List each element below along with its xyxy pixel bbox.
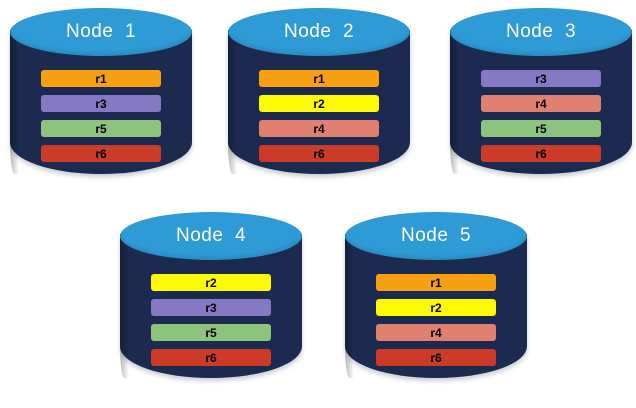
cylinder-top-ellipse — [228, 8, 410, 56]
replica-list: r2 r3 r5 r6 — [151, 274, 271, 366]
replica-list: r1 r2 r4 r6 — [376, 274, 496, 366]
replica-bar[interactable]: r3 — [41, 95, 161, 112]
replica-bar[interactable]: r6 — [481, 145, 601, 162]
node-label: Node 2 — [283, 21, 355, 42]
database-node-1[interactable]: Node 1 r1 r3 r5 r6 — [10, 8, 192, 196]
replica-bar[interactable]: r6 — [376, 349, 496, 366]
replica-list: r1 r2 r4 r6 — [259, 70, 379, 162]
cylinder-top-ellipse — [10, 8, 192, 56]
database-node-2[interactable]: Node 2 r1 r2 r4 r6 — [228, 8, 410, 196]
replica-bar[interactable]: r5 — [151, 324, 271, 341]
replica-bar[interactable]: r6 — [259, 145, 379, 162]
replica-bar[interactable]: r4 — [376, 324, 496, 341]
replica-bar[interactable]: r1 — [259, 70, 379, 87]
replica-bar[interactable]: r5 — [481, 120, 601, 137]
replica-list: r3 r4 r5 r6 — [481, 70, 601, 162]
replica-bar[interactable]: r6 — [151, 349, 271, 366]
replica-bar[interactable]: r3 — [151, 299, 271, 316]
node-label: Node 5 — [400, 225, 472, 246]
database-node-4[interactable]: Node 4 r2 r3 r5 r6 — [120, 212, 302, 400]
replica-bar[interactable]: r1 — [41, 70, 161, 87]
replica-list: r1 r3 r5 r6 — [41, 70, 161, 162]
node-label: Node 4 — [175, 225, 247, 246]
node-label: Node 1 — [65, 21, 137, 42]
replica-bar[interactable]: r2 — [376, 299, 496, 316]
replica-bar[interactable]: r5 — [41, 120, 161, 137]
node-label: Node 3 — [505, 21, 577, 42]
database-node-5[interactable]: Node 5 r1 r2 r4 r6 — [345, 212, 527, 400]
replica-bar[interactable]: r1 — [376, 274, 496, 291]
replica-bar[interactable]: r3 — [481, 70, 601, 87]
replica-bar[interactable]: r4 — [481, 95, 601, 112]
cylinder-top-ellipse — [120, 212, 302, 260]
cylinder-top-ellipse — [345, 212, 527, 260]
replica-bar[interactable]: r2 — [151, 274, 271, 291]
replica-bar[interactable]: r4 — [259, 120, 379, 137]
cylinder-top-ellipse — [450, 8, 632, 56]
database-node-3[interactable]: Node 3 r3 r4 r5 r6 — [450, 8, 632, 196]
replica-bar[interactable]: r6 — [41, 145, 161, 162]
replica-bar[interactable]: r2 — [259, 95, 379, 112]
